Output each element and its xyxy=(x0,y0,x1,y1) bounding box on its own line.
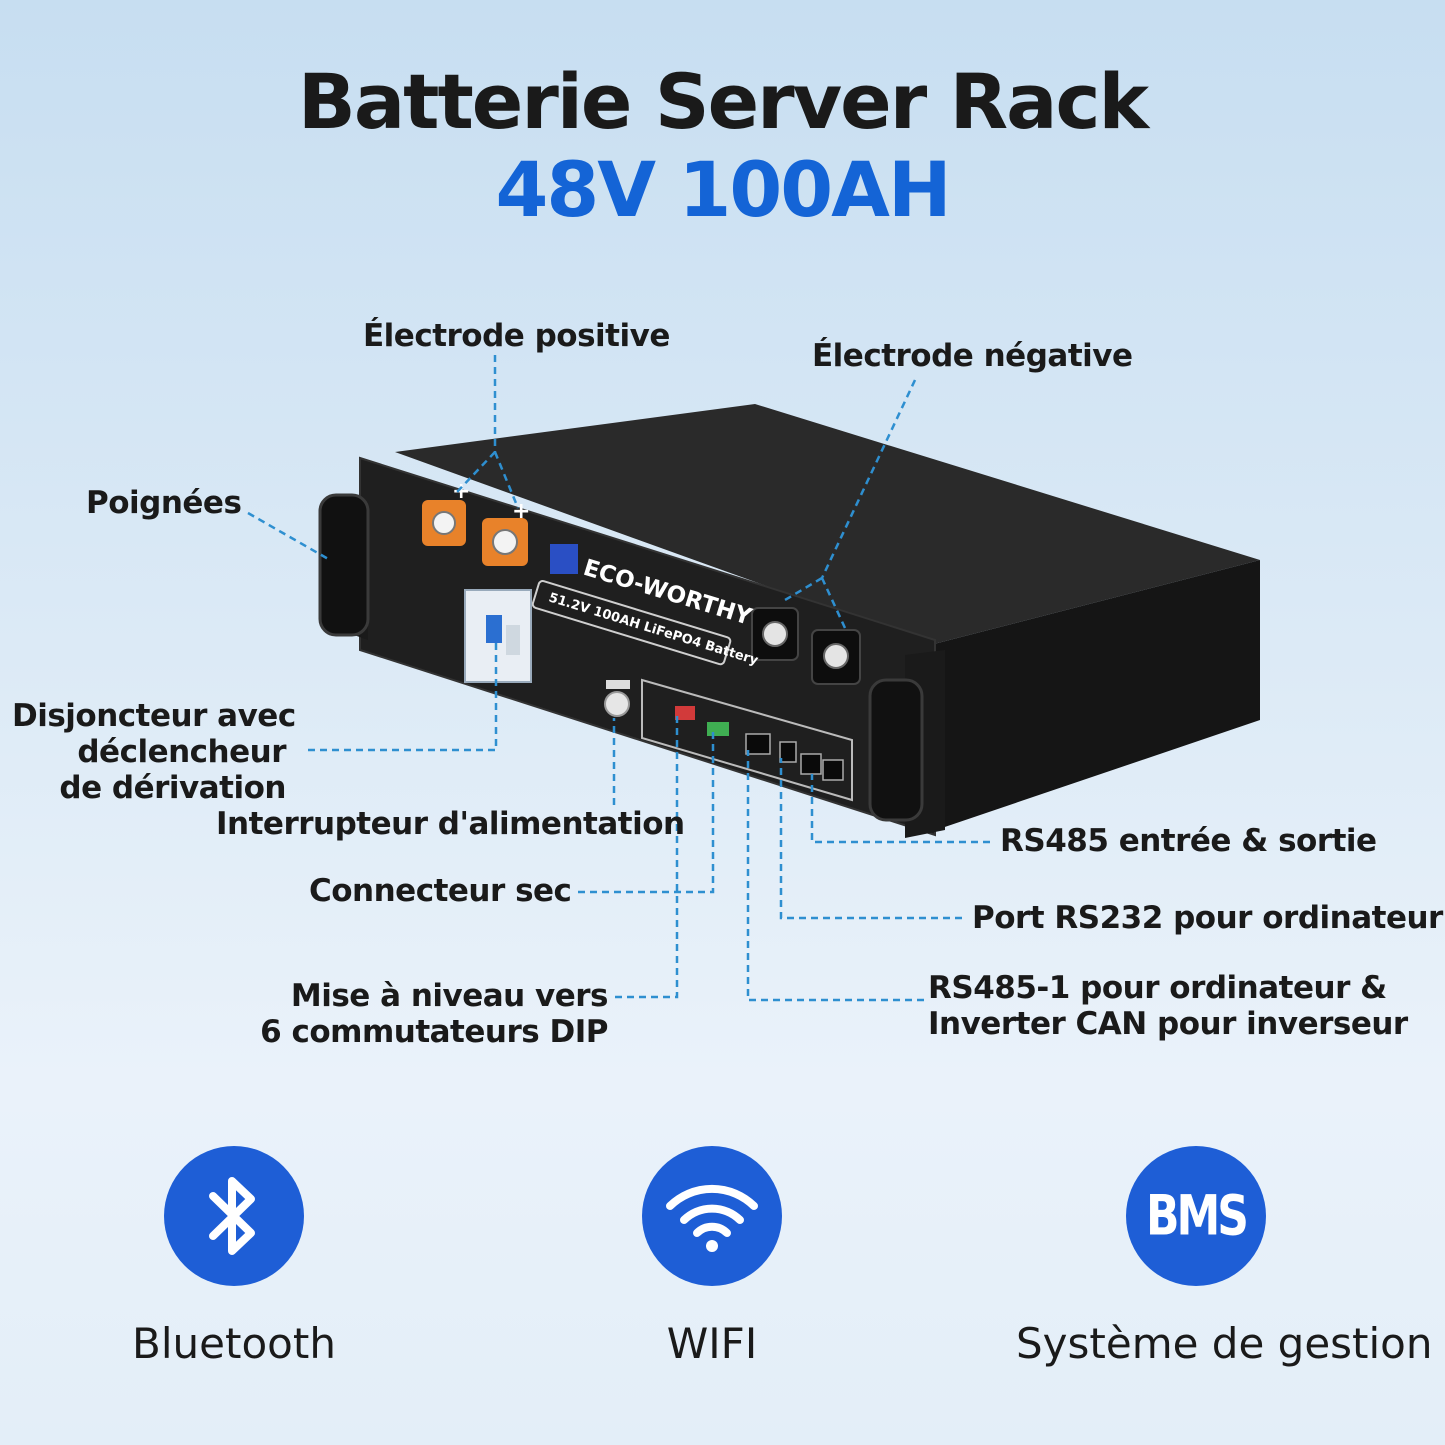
feature-label-bluetooth: Bluetooth xyxy=(132,1319,336,1368)
svg-text:+: + xyxy=(512,499,530,524)
rs232-port xyxy=(779,741,797,763)
feature-label-wifi: WIFI xyxy=(666,1319,758,1368)
left-handle xyxy=(318,493,370,637)
bluetooth-icon xyxy=(164,1146,304,1286)
title-block: Batterie Server Rack 48V 100AH xyxy=(0,58,1445,234)
label-dry-connector: Connecteur sec xyxy=(309,873,572,909)
label-breaker-line2: déclencheur xyxy=(77,734,286,770)
label-breaker-line3: de dérivation xyxy=(59,770,286,806)
dry-contact-terminal xyxy=(707,722,729,736)
positive-terminal-2 xyxy=(482,518,528,566)
battery-side-face xyxy=(930,560,1260,832)
right-handle xyxy=(868,678,924,822)
label-breaker-line1: Disjoncteur avec xyxy=(12,698,296,734)
label-power-switch: Interrupteur d'alimentation xyxy=(216,806,685,842)
negative-terminal-1 xyxy=(751,607,799,661)
negative-terminal-2 xyxy=(811,629,861,685)
feature-label-bms: Système de gestion xyxy=(1016,1319,1433,1368)
bms-icon: BMS xyxy=(1126,1146,1266,1286)
page-subtitle: 48V 100AH xyxy=(495,145,951,234)
label-handles: Poignées xyxy=(86,485,242,521)
label-rs485-can-line1: RS485-1 pour ordinateur & xyxy=(928,970,1387,1006)
label-breaker: Disjoncteur avec déclencheur de dérivati… xyxy=(12,698,296,806)
label-dip: Mise à niveau vers 6 commutateurs DIP xyxy=(200,978,608,1050)
label-positive-electrode: Électrode positive xyxy=(363,318,670,354)
label-rs485-io: RS485 entrée & sortie xyxy=(1000,823,1377,859)
label-rs485-can-line2: Inverter CAN pour inverseur xyxy=(928,1006,1408,1042)
label-dip-line1: Mise à niveau vers xyxy=(290,978,609,1014)
model-label-box xyxy=(531,579,732,666)
power-switch xyxy=(604,691,630,717)
wifi-icon xyxy=(642,1146,782,1286)
eco-worthy-logo-mark xyxy=(550,544,578,574)
rs485-port-io-b xyxy=(822,759,844,781)
svg-text:+: + xyxy=(452,479,470,504)
label-negative-electrode: Électrode négative xyxy=(812,338,1133,374)
rs485-port-1 xyxy=(745,733,771,755)
positive-terminal-1 xyxy=(422,500,466,546)
dip-switch xyxy=(675,706,695,720)
feature-bms: BMS Système de gestion xyxy=(1016,1146,1433,1368)
battery-top-face xyxy=(395,404,1260,645)
rs485-port-io-a xyxy=(800,753,822,775)
page-title: Batterie Server Rack xyxy=(297,57,1149,146)
feature-wifi: WIFI xyxy=(532,1146,892,1368)
feature-bluetooth: Bluetooth xyxy=(54,1146,414,1368)
bms-icon-text: BMS xyxy=(1145,1184,1249,1248)
callout-lines xyxy=(247,355,990,1002)
label-rs485-can: RS485-1 pour ordinateur & Inverter CAN p… xyxy=(928,970,1408,1042)
comm-panel xyxy=(641,678,853,802)
label-rs232: Port RS232 pour ordinateur xyxy=(972,900,1443,936)
label-dip-line2: 6 commutateurs DIP xyxy=(260,1014,608,1050)
